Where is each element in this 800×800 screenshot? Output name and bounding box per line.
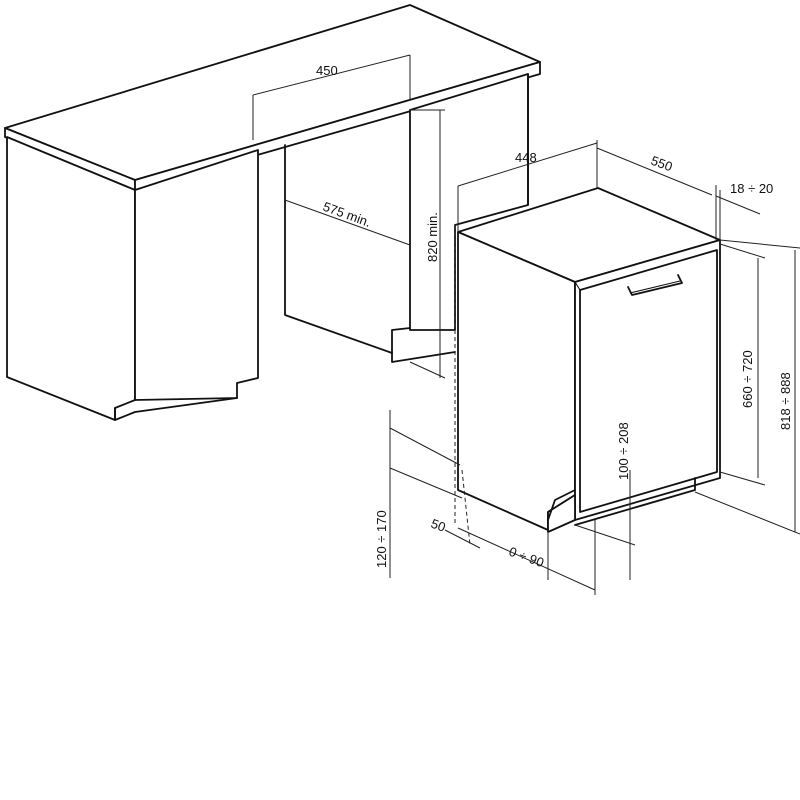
dim-line-575 xyxy=(284,199,411,246)
label-foot-adjust-range: 0 ÷ 90 xyxy=(507,544,546,570)
left-cabinet-plinth xyxy=(114,397,238,421)
dim-line-450 xyxy=(252,54,411,96)
label-plinth-height-range: 100 ÷ 208 xyxy=(616,422,631,480)
label-appliance-depth: 550 xyxy=(649,153,675,175)
plinth-foot xyxy=(547,494,576,533)
dim-line-448 xyxy=(457,142,598,187)
foot-bracket xyxy=(547,489,576,521)
dishwasher-side xyxy=(457,231,576,531)
label-cabinet-width: 450 xyxy=(316,63,338,78)
recess-back-edge xyxy=(284,144,411,354)
label-cabinet-height: 820 min. xyxy=(425,212,440,262)
dishwasher-door-panel xyxy=(579,249,718,513)
left-cabinet-side xyxy=(134,149,259,401)
dimension-lines xyxy=(252,54,800,595)
label-appliance-width: 448 xyxy=(515,150,537,165)
label-appliance-height-range: 818 ÷ 888 xyxy=(778,372,793,430)
door-top-edge xyxy=(574,281,581,291)
door-handle-icon xyxy=(627,274,683,296)
dim-line-550 xyxy=(596,147,713,196)
label-door-thickness: 18 ÷ 20 xyxy=(730,181,773,196)
door-handle-bar xyxy=(629,280,681,294)
label-plinth-offset-range: 120 ÷ 170 xyxy=(374,510,389,568)
recess-floor-edge xyxy=(391,351,456,363)
dim-line-0-90 xyxy=(457,527,596,591)
dishwasher-appliance xyxy=(457,187,721,533)
dishwasher-base-edge xyxy=(574,477,696,526)
dim-line-50 xyxy=(444,529,481,549)
kitchen-cabinet xyxy=(4,4,541,421)
label-cabinet-depth: 575 min. xyxy=(321,199,373,230)
label-door-height-range: 660 ÷ 720 xyxy=(740,350,755,408)
label-plinth-setback: 50 xyxy=(429,516,448,535)
dim-line-18-20 xyxy=(715,195,761,215)
